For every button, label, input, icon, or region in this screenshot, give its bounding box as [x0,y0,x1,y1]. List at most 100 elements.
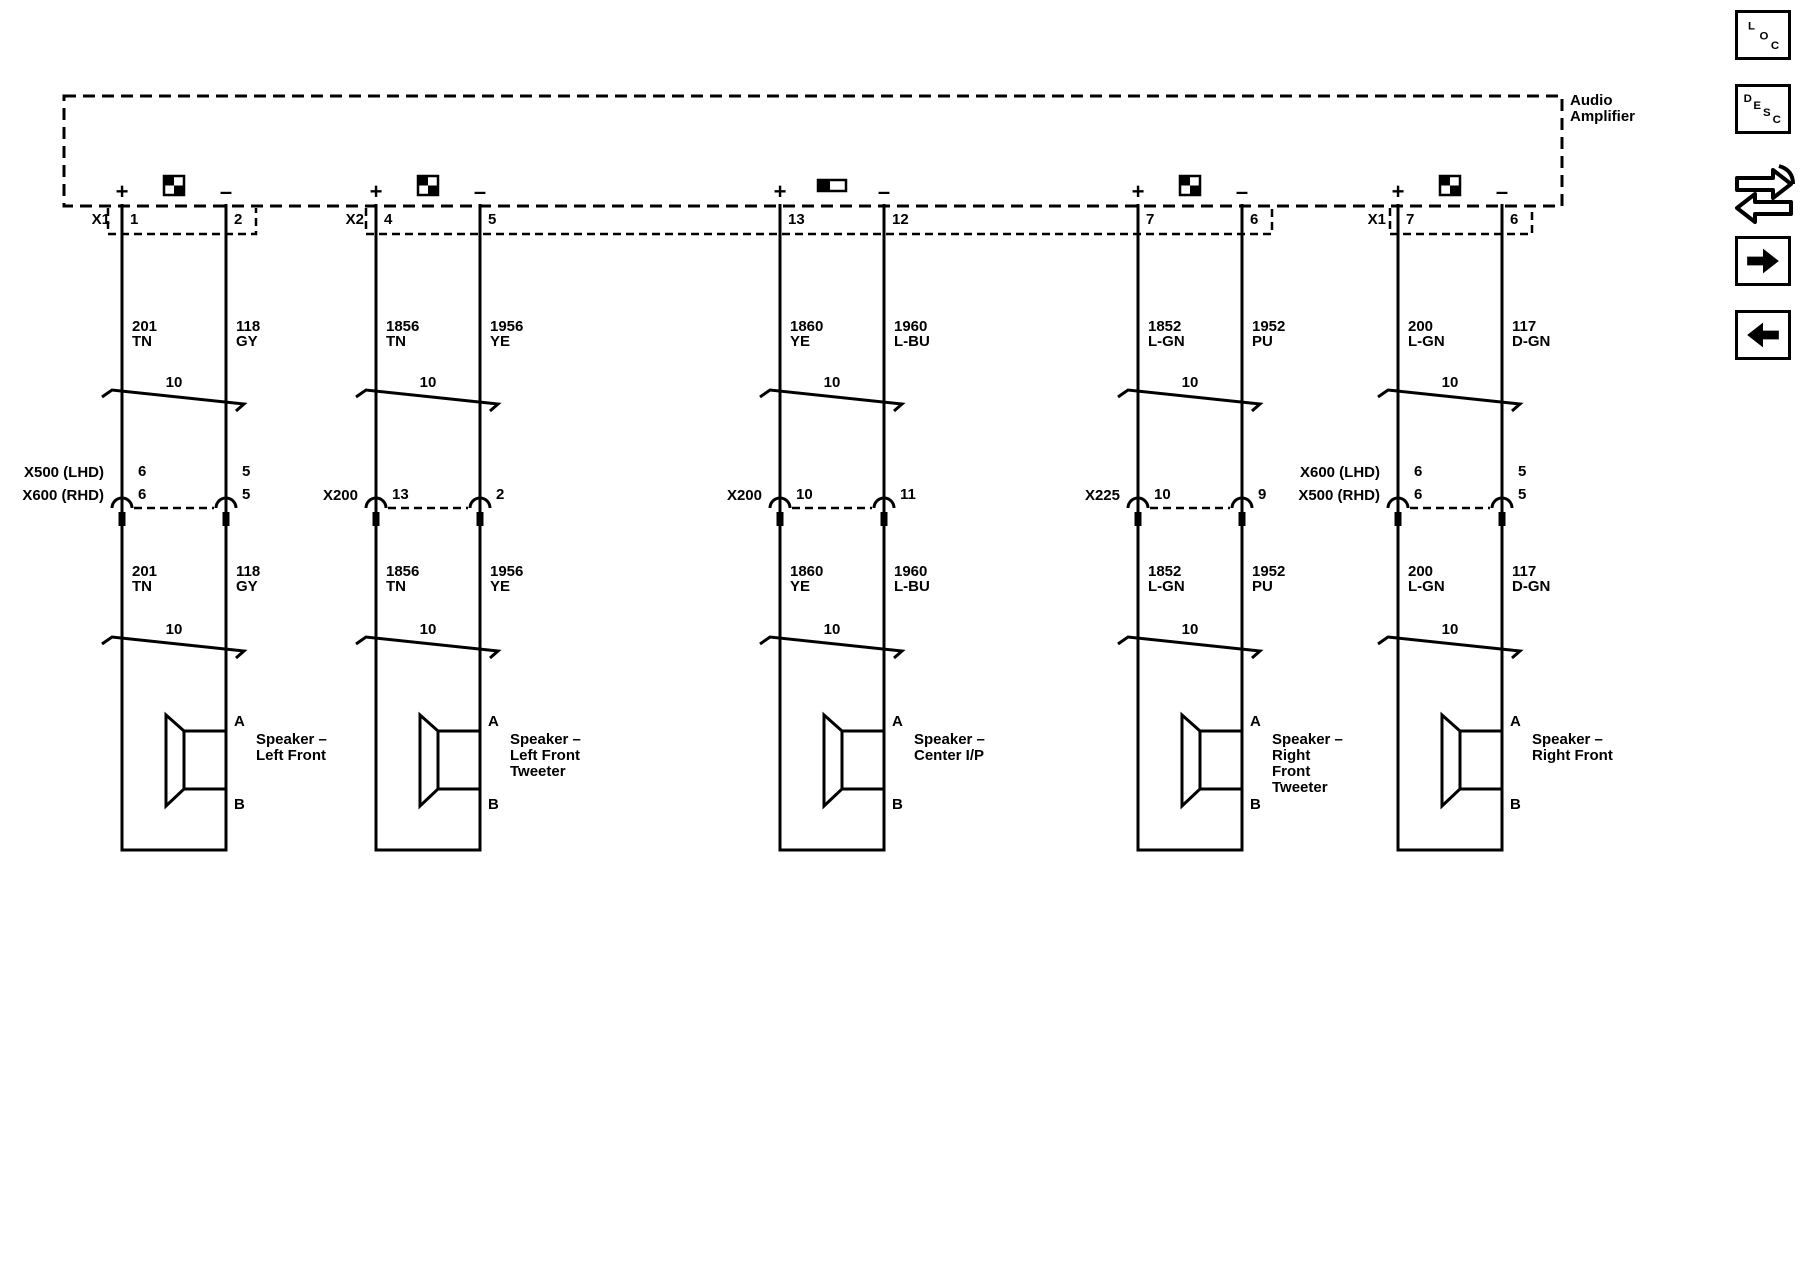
harness-length-marker [1117,388,1264,413]
arrow-left-icon [1747,322,1779,348]
wire-number-negative: 1956 [490,318,523,335]
harness-length-marker [1377,388,1524,413]
speaker-pin-a: A [488,713,499,730]
speaker-icon [1440,711,1504,810]
inline-pin-negative-primary: 5 [1518,463,1526,480]
inline-pin-positive: 6 [1414,486,1422,503]
polarity-minus: – [474,179,486,204]
inline-male-terminal-negative [476,512,484,526]
inline-connector-id-secondary: X500 (RHD) [1298,487,1380,504]
channel-icon-fill [1450,185,1460,195]
harness-length-label: 10 [420,374,437,391]
harness-length-label: 10 [166,621,183,638]
speaker-pin-b: B [1510,796,1521,813]
harness-length-label: 10 [824,621,841,638]
polarity-plus: + [1132,179,1145,204]
speaker-name-line-1: Speaker – [256,731,327,748]
inline-connector-id-primary: X500 (LHD) [24,464,104,481]
inline-male-terminal-positive [372,512,380,526]
speaker-icon [822,711,886,810]
harness-length-marker [355,388,502,413]
swap-button[interactable] [1733,160,1795,226]
inline-female-terminal-positive [110,496,134,509]
harness-length-marker [759,388,906,413]
harness-length-label: 10 [166,374,183,391]
inline-pin-positive: 10 [1154,486,1171,503]
inline-female-terminal-negative [1490,496,1514,509]
wire-number-positive: 1860 [790,318,823,335]
wire-color-positive: L-GN [1408,578,1445,595]
inline-female-terminal-negative [1230,496,1254,509]
wire-color-positive: TN [386,578,406,595]
wire-color-negative: GY [236,333,258,350]
polarity-plus: + [1392,179,1405,204]
speaker-name-line-1: Speaker – [914,731,985,748]
description-icon: D E S C [1744,93,1781,126]
channel-icon [162,174,186,197]
harness-length-label: 10 [420,621,437,638]
speaker-name-line-3: Tweeter [510,763,566,780]
inline-pin-negative: 5 [1518,486,1526,503]
wire-number-negative: 1960 [894,318,927,335]
wire-color-positive: L-GN [1148,333,1185,350]
wire-number-positive: 1852 [1148,318,1181,335]
location-button[interactable]: L O C [1735,10,1791,60]
inline-pin-positive: 13 [392,486,409,503]
amp-pin-negative: 6 [1510,211,1518,228]
wire-color-positive: TN [386,333,406,350]
amp-pin-positive: 1 [130,211,138,228]
amplifier-label-line2: Amplifier [1570,108,1635,125]
inline-pin-negative: 11 [900,486,916,503]
speaker-pin-a: A [234,713,245,730]
harness-length-marker [1377,635,1524,660]
speaker-magnet [436,729,482,791]
wire-color-negative: GY [236,578,258,595]
harness-length-marker [759,635,906,660]
inline-male-terminal-negative [1498,512,1506,526]
speaker-pin-a: A [1250,713,1261,730]
speaker-cone [164,711,186,810]
inline-connector-id: X225 [1085,487,1120,504]
inline-pin-negative: 2 [496,486,504,503]
polarity-minus: – [220,179,232,204]
swap-arrows-icon [1735,164,1795,224]
speaker-name-line-2: Center I/P [914,747,984,764]
inline-female-terminal-negative [214,496,238,509]
channel-icon [1438,174,1462,197]
channel-icon-fill [1180,176,1190,186]
wire-color-positive: TN [132,578,152,595]
wire-number-negative: 118 [236,563,260,580]
harness-length-marker [101,388,248,413]
inline-female-terminal-positive [1126,496,1150,509]
speaker-pin-b: B [1250,796,1261,813]
channel-icon [416,174,440,197]
wire-number-negative: 117 [1512,563,1536,580]
speaker-cone [1440,711,1462,810]
inline-pin-positive: 10 [796,486,813,503]
desc-letter-1: D [1744,93,1752,105]
amp-connector-body-outline [106,208,258,236]
inline-male-terminal-positive [1134,512,1142,526]
harness-length-marker [355,635,502,660]
polarity-minus: – [878,179,890,204]
previous-page-button[interactable] [1735,310,1791,360]
speaker-icon [418,711,482,810]
speaker-name-line-2: Right [1272,747,1310,764]
speaker-name-line-4: Tweeter [1272,779,1328,796]
amp-pin-negative: 5 [488,211,496,228]
wire-number-positive: 1856 [386,563,419,580]
harness-length-marker [101,635,248,660]
amp-connector-body-outline [1388,208,1534,236]
wire-number-positive: 1860 [790,563,823,580]
next-page-button[interactable] [1735,236,1791,286]
polarity-plus: + [116,179,129,204]
wire-color-negative: D-GN [1512,578,1550,595]
speaker-pin-b: B [488,796,499,813]
wire-number-negative: 1960 [894,563,927,580]
amp-connector-id: X1 [92,211,110,228]
inline-male-terminal-positive [118,512,126,526]
description-button[interactable]: D E S C [1735,84,1791,134]
